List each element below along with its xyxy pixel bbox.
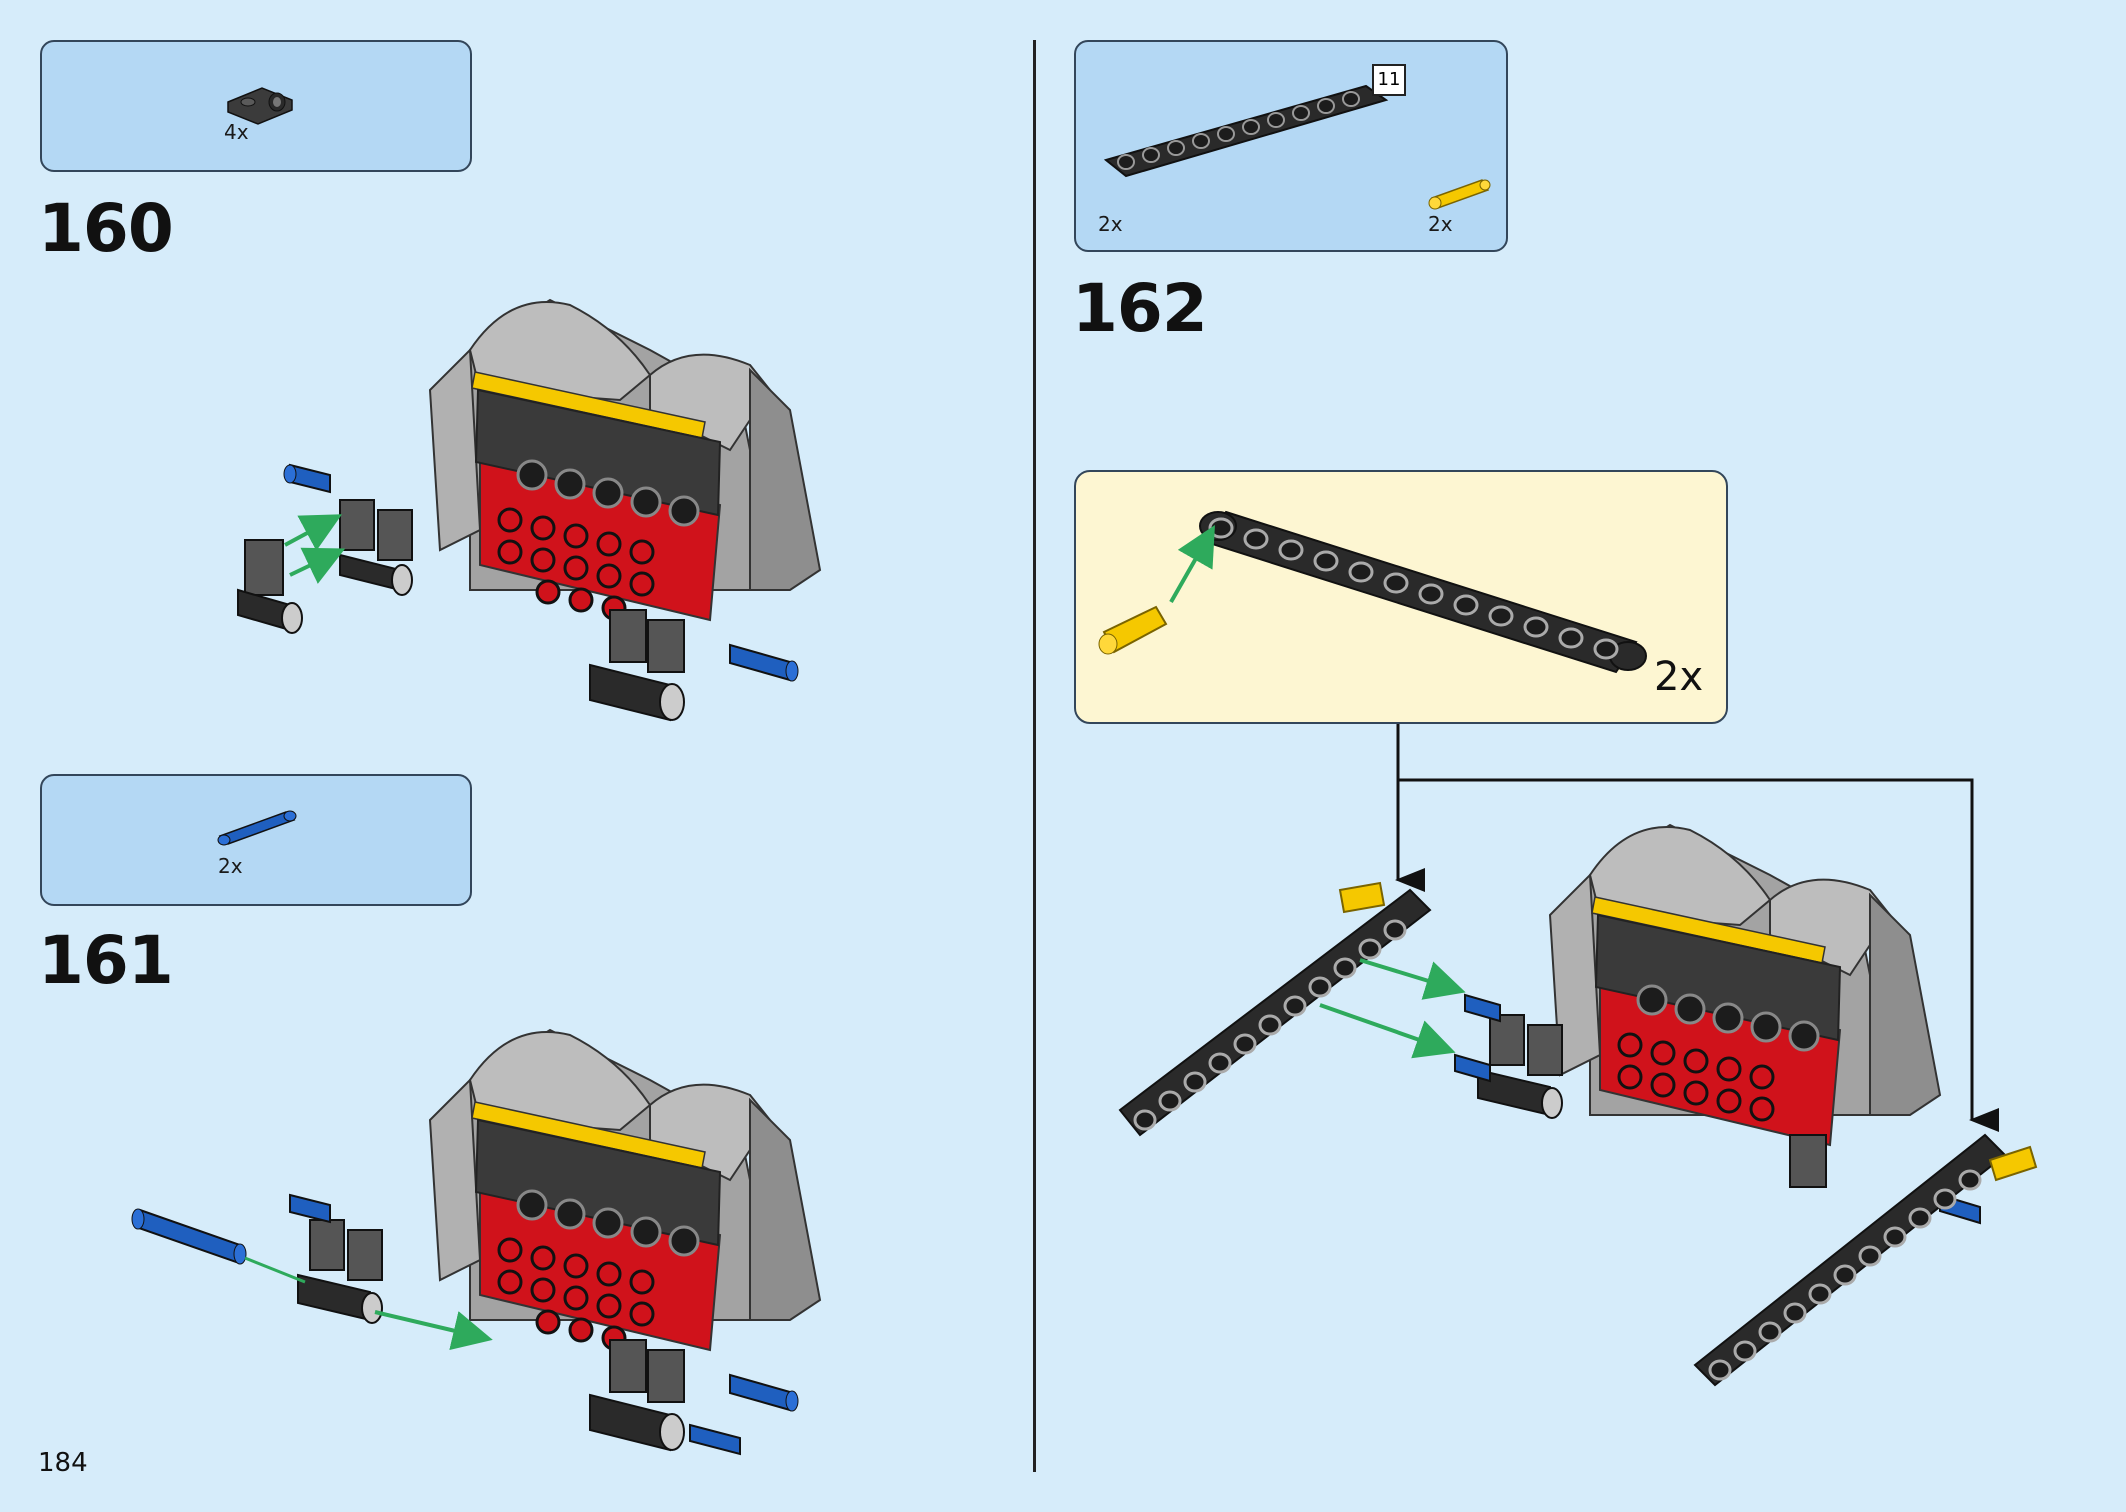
step-number: 161 [38, 922, 174, 999]
part-quantity: 4x [224, 120, 249, 144]
page-number: 184 [38, 1448, 88, 1478]
subassembly-callout: 2x [1074, 470, 1728, 724]
page-divider [1033, 40, 1036, 1472]
yellow-technic-pin-icon [1428, 179, 1491, 210]
parts-callout-step-162: 2x 2x [1074, 40, 1508, 252]
assembly-illustration-step-161 [131, 1029, 821, 1456]
step-number: 162 [1072, 270, 1208, 347]
parts-callout-step-160: 4x [40, 40, 472, 172]
subassembly-illustration [1098, 510, 1647, 674]
parts-callout-step-161: 2x [40, 774, 472, 906]
part-quantity: 2x [1098, 212, 1123, 236]
dark-gray-plate-with-pin-hole-icon [227, 87, 293, 125]
black-technic-beam-11-icon [1103, 84, 1389, 178]
beam-length-reference: 11 [1372, 64, 1406, 96]
assembly-illustration-step-162 [1118, 824, 2038, 1387]
assembly-illustration-step-160 [237, 299, 821, 722]
part-quantity: 2x [218, 854, 243, 878]
part-quantity: 2x [1428, 212, 1453, 236]
step-number: 160 [38, 190, 174, 267]
subassembly-quantity: 2x [1654, 654, 1704, 700]
blue-technic-pin-icon [217, 810, 297, 846]
